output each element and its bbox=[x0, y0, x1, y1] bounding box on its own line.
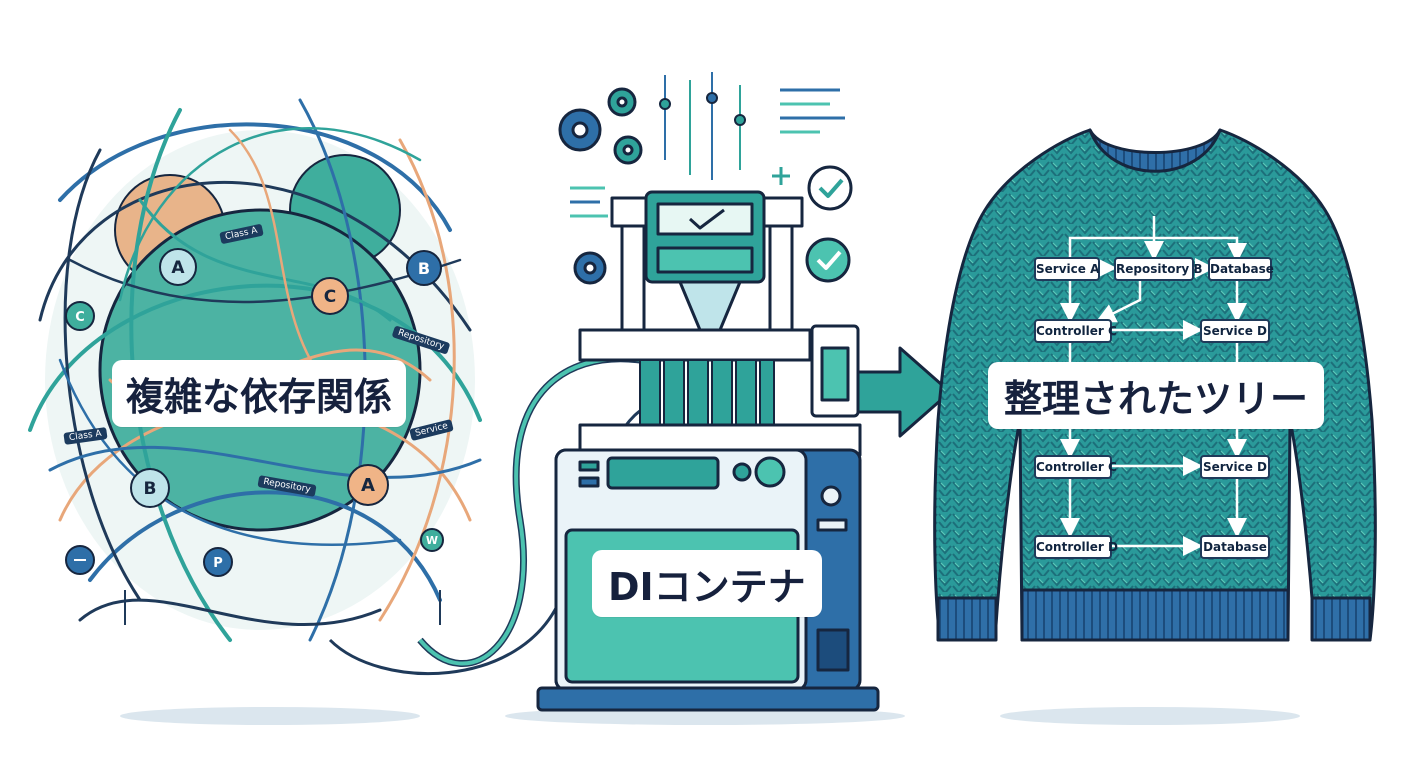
svg-text:W: W bbox=[426, 534, 438, 547]
code-lines-icon bbox=[570, 88, 845, 218]
yarn-node: W bbox=[420, 528, 444, 552]
plus-icon bbox=[772, 167, 790, 185]
tree-node-database: Database bbox=[1208, 257, 1274, 281]
gear-icon bbox=[613, 135, 643, 165]
di-container-label: DIコンテナ bbox=[592, 550, 822, 617]
tree-node-controller-c: Controller C bbox=[1034, 455, 1117, 479]
yarn-node: B bbox=[406, 250, 442, 286]
gear-icon bbox=[573, 251, 607, 285]
svg-text:B: B bbox=[418, 259, 430, 278]
yarn-node: A bbox=[159, 248, 197, 286]
gear-icon bbox=[558, 108, 602, 152]
tree-node-repository-b: Repository B bbox=[1114, 257, 1203, 281]
yarn-node: B bbox=[130, 468, 170, 508]
ground-shadow bbox=[1000, 707, 1300, 725]
check-icon bbox=[807, 165, 853, 211]
yarn-node: P bbox=[203, 547, 233, 577]
organized-tree-label: 整理されたツリー bbox=[988, 362, 1325, 429]
arrow-right-icon bbox=[856, 346, 952, 438]
svg-text:A: A bbox=[361, 475, 375, 496]
gear-icon bbox=[607, 87, 637, 117]
tree-node-service-a: Service A bbox=[1034, 257, 1100, 281]
svg-text:P: P bbox=[213, 556, 223, 571]
signal-lines bbox=[659, 72, 746, 180]
ground-shadow bbox=[120, 707, 420, 725]
svg-text:A: A bbox=[171, 258, 185, 278]
tree-node-service-d: Service D bbox=[1200, 455, 1270, 479]
tangled-dependencies-label: 複雑な依存関係 bbox=[112, 360, 407, 427]
yarn-node: C bbox=[65, 301, 95, 331]
yarn-node: C bbox=[311, 277, 349, 315]
svg-text:B: B bbox=[144, 479, 157, 499]
svg-text:C: C bbox=[75, 310, 85, 325]
tree-node-service-d: Service D bbox=[1200, 319, 1270, 343]
yarn-node: A bbox=[347, 464, 389, 506]
check-icon bbox=[805, 237, 851, 283]
tree-node-controller-d: Controller D bbox=[1034, 535, 1118, 559]
yarn-node bbox=[65, 545, 95, 575]
svg-text:C: C bbox=[324, 287, 336, 307]
tree-node-controller-c: Controller C bbox=[1034, 319, 1117, 343]
tree-node-database: Database bbox=[1200, 535, 1270, 559]
